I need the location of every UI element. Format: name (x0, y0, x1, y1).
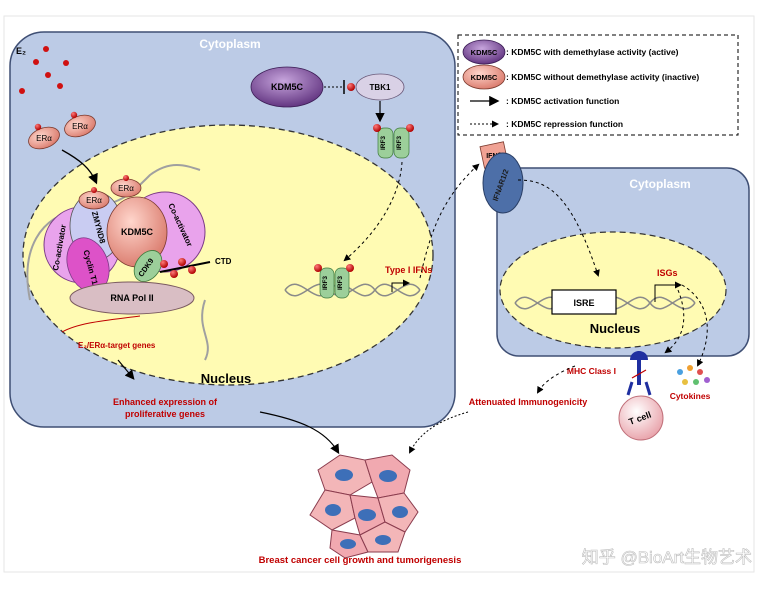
irf3-label: IRF3 (396, 136, 403, 150)
ifn-secretion-arrow (419, 163, 480, 279)
era-label: ERα (72, 122, 88, 131)
era-label: ERα (36, 134, 52, 143)
isre-label: ISRE (573, 298, 594, 308)
legend-inactive-text: : KDM5C without demethylase activity (in… (506, 72, 699, 82)
isre-box (551, 289, 617, 315)
type1-ifn-transcription-arrow (391, 279, 410, 292)
t-cell (618, 395, 664, 441)
rna-pol-ii-label: RNA Pol II (110, 293, 153, 303)
cdk9 (133, 250, 163, 282)
tbk1-label: TBK1 (370, 83, 391, 92)
isgs-label: ISGs (657, 268, 678, 278)
ctd-tail (159, 261, 211, 273)
era-label: ERα (118, 184, 134, 193)
mhc-arrow (664, 289, 685, 354)
left-nucleus-label: Nucleus (201, 371, 252, 386)
isg-transcription-arrow (654, 281, 682, 302)
legend-inactive-icon (462, 64, 506, 90)
enhanced-expression-arrow (117, 359, 135, 380)
mhc-label: MHC Class I (567, 366, 616, 376)
ifnar-receptor (482, 152, 524, 214)
transcription-complex: Co-activator Co-activator ZMYND8 Cyclin … (43, 175, 232, 315)
proliferation-to-tumour-arrow (259, 411, 340, 455)
right-cytoplasm-label: Cytoplasm (629, 177, 690, 191)
tbk1-phospho (347, 83, 355, 91)
attenuated-label: Attenuated Immunogenicity (469, 397, 588, 407)
kdm5c-active-label: KDM5C (271, 82, 304, 92)
mhc-molecule (630, 351, 648, 360)
dna-helix-left (284, 283, 421, 297)
irf3-label: IRF3 (322, 276, 329, 290)
enhanced-expression-line2: proliferative genes (125, 409, 205, 419)
enhanced-expression-line1: Enhanced expression of (113, 397, 218, 407)
watermark: 知乎 @BioArt生物艺术 (582, 548, 752, 567)
target-genes-label: E₂/ERα-target genes (78, 341, 156, 350)
cytokines-label: Cytokines (670, 391, 711, 401)
type1-ifns-label: Type I IFNs (385, 265, 432, 275)
receptor-signal-arrow (517, 179, 600, 277)
cytokine-dots (677, 365, 710, 385)
left-cytoplasm-label: Cytoplasm (199, 37, 260, 51)
chromatin-strand-lower (201, 299, 209, 361)
era-translocation-arrow (61, 149, 98, 185)
ctd-phospho-dots (160, 258, 196, 278)
irf3-nuclear-translocation-arrow (343, 161, 403, 262)
era-cytoplasmic-pair: ERα ERα (28, 111, 96, 150)
legend-active-text: : KDM5C with demethylase activity (activ… (506, 47, 679, 57)
irf3-nuclear-pair: IRF3 IRF3 (314, 264, 354, 299)
mhc-inhibition-mark (631, 369, 647, 379)
legend-repression-text: : KDM5C repression function (506, 119, 623, 129)
legend-inactive-icon-label: KDM5C (471, 73, 498, 82)
target-genes-pointer (61, 315, 141, 333)
irf3-label: IRF3 (380, 136, 387, 150)
cytokine-arrow (681, 284, 708, 367)
irf3-label: IRF3 (337, 276, 344, 290)
tbk1 (355, 73, 405, 101)
irf3-cytoplasmic-pair: IRF3 IRF3 (373, 124, 414, 159)
rna-pol-ii (69, 281, 195, 315)
tcr-receptor (626, 381, 652, 396)
legend-active-icon (462, 39, 506, 65)
era-label: ERα (86, 196, 102, 205)
legend-active-icon-label: KDM5C (471, 48, 498, 57)
kdm5c-complex-label: KDM5C (121, 227, 154, 237)
outcome-label: Breast cancer cell growth and tumorigene… (259, 555, 462, 566)
right-nucleus-label: Nucleus (590, 321, 641, 336)
e2-ligand-dots (19, 46, 69, 94)
tumour-nuclei (325, 469, 408, 549)
kdm5c-active (250, 66, 324, 108)
attenuated-arrow (536, 365, 576, 394)
ctd-label: CTD (215, 257, 232, 266)
legend-activation-text: : KDM5C activation function (506, 96, 619, 106)
e2-label: E₂ (16, 46, 26, 56)
